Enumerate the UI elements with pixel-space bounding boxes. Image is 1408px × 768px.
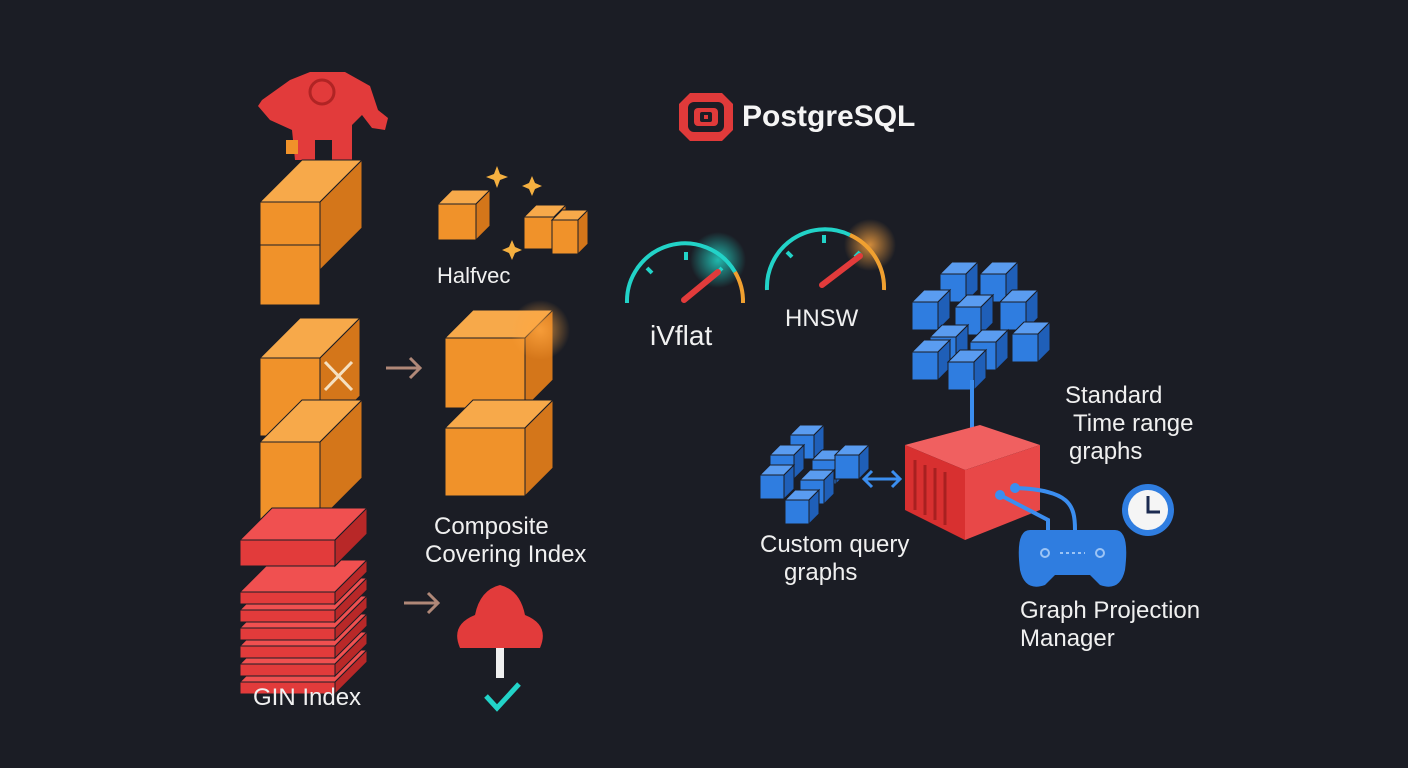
gamepad-icon	[1018, 530, 1127, 587]
label-line: Standard	[1065, 382, 1163, 409]
blue-cube	[998, 288, 1040, 332]
tree-icon	[457, 585, 543, 678]
hnsw-gauge-icon	[764, 227, 887, 291]
composite-cube	[443, 398, 555, 498]
gin-layer	[238, 506, 369, 568]
graph-server-icon	[905, 380, 1077, 540]
blue-cube	[1010, 320, 1052, 364]
halfvec-cube	[550, 208, 590, 256]
label-line: Covering Index	[425, 541, 587, 568]
halfvec-label: Halfvec	[437, 263, 511, 288]
label-line: graphs	[784, 559, 858, 586]
label-line: Custom query	[760, 531, 910, 558]
elephant-icon	[258, 72, 388, 160]
orange-cube	[258, 398, 364, 522]
x-mark-icon	[323, 360, 354, 392]
graph-projection-label: Graph Projection Manager	[1020, 597, 1200, 653]
orange-cube	[258, 158, 364, 272]
sparkle-icon	[486, 166, 542, 260]
ivflat-gauge-icon	[624, 241, 746, 304]
gin-layer	[238, 558, 369, 606]
blue-cube	[758, 463, 796, 501]
clock-icon	[1122, 484, 1174, 536]
arrow-right-icon	[386, 356, 441, 615]
blue-cube	[833, 443, 871, 481]
blue-cube	[946, 348, 988, 392]
blue-cube	[978, 260, 1020, 304]
postgres-target-logo-icon	[679, 93, 733, 141]
blue-cube	[968, 328, 1010, 372]
hnsw-label: HNSW	[785, 305, 859, 332]
label-line: Time range	[1073, 410, 1194, 437]
blue-cube	[910, 338, 952, 382]
blue-cube	[910, 288, 952, 332]
blue-cube	[783, 488, 821, 526]
label-line: Manager	[1020, 625, 1115, 652]
glow	[510, 300, 570, 360]
custom-query-label: Custom query graphs	[760, 531, 909, 587]
orange-cube	[259, 244, 321, 306]
halfvec-cube	[436, 188, 492, 242]
ivflat-label: iVflat	[650, 320, 713, 351]
label-line: graphs	[1069, 438, 1143, 465]
label-line: Composite	[434, 513, 549, 540]
gin-index-label: GIN Index	[253, 684, 362, 711]
brand-title: PostgreSQL	[742, 100, 916, 133]
standard-graphs-label: Standard Time range graphs	[1065, 382, 1194, 466]
checkmark-icon	[484, 682, 521, 712]
label-line: Graph Projection	[1020, 597, 1201, 624]
double-arrow-icon	[861, 469, 903, 489]
composite-index-label: Composite Covering Index	[425, 513, 586, 569]
